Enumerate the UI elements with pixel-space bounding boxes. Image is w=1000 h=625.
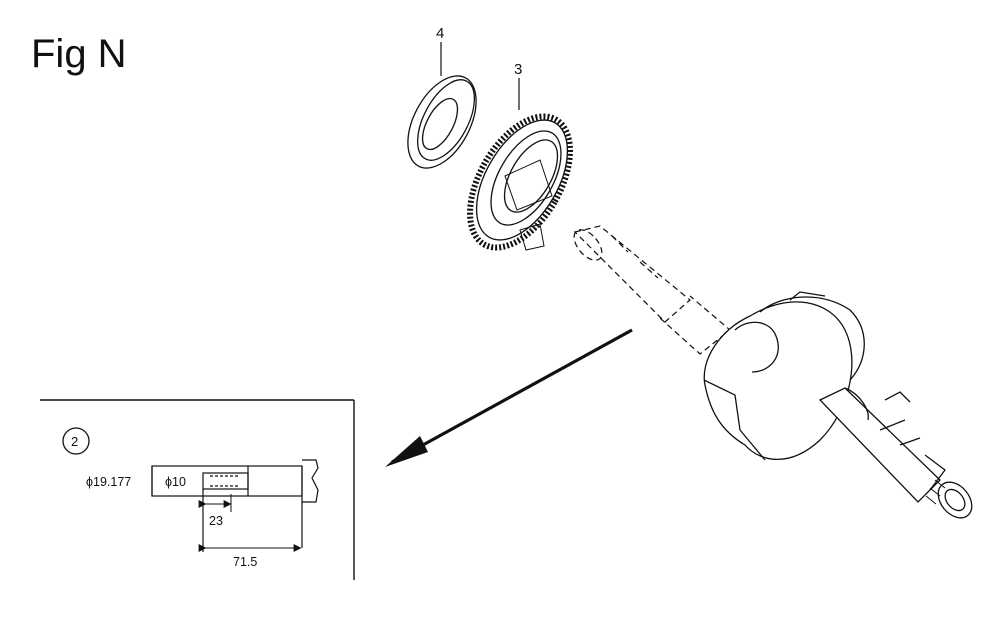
- pointer-arrow: [391, 328, 633, 464]
- figure-title: Fig N: [31, 32, 127, 76]
- inset-frame: [40, 399, 355, 580]
- inset-callout: 2: [71, 434, 78, 449]
- dimension-length-short: 23: [209, 514, 223, 528]
- dimension-length-long: 71.5: [233, 555, 257, 569]
- crankshaft-body: [703, 291, 973, 519]
- inset-callout-circle: [62, 427, 90, 455]
- crankshaft-shaft-dashed: [573, 225, 731, 355]
- dimension-outer-diameter: ϕ19.177: [86, 475, 131, 489]
- gear-part: [467, 113, 573, 251]
- pointer-arrowhead: [385, 436, 428, 467]
- washer-part: [407, 75, 477, 169]
- dimension-inner-diameter: ϕ10: [165, 475, 186, 489]
- gear-callout: 3: [514, 61, 522, 78]
- washer-callout: 4: [436, 25, 444, 42]
- dimension-lines: [198, 494, 302, 552]
- inset-shaft-profile: [151, 459, 319, 552]
